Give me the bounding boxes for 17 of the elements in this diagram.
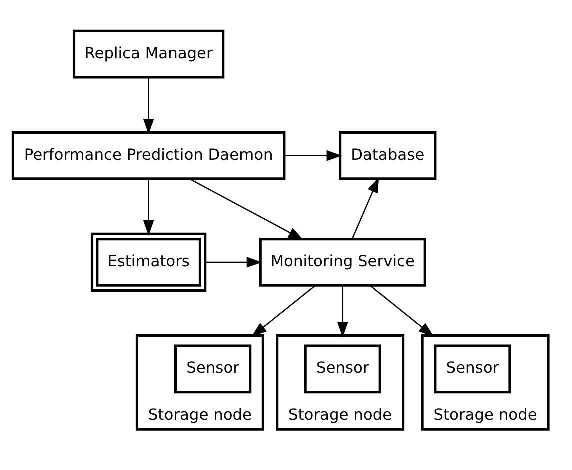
node-box: Database [339, 130, 437, 180]
arrow [143, 77, 154, 134]
node-box: Sensor [174, 344, 252, 394]
arrow [143, 178, 154, 236]
node-box: Monitoring Service [259, 238, 426, 286]
arrow [190, 178, 304, 240]
node-box: Sensor [434, 344, 512, 394]
arrow [337, 285, 348, 338]
arrow [370, 284, 434, 336]
node-box: Replica Manager [72, 29, 225, 78]
arrow [252, 284, 316, 336]
arrow [284, 150, 342, 161]
node-box: Sensor [304, 344, 382, 394]
node-box: Performance Prediction Daemon [12, 130, 286, 180]
node-box: Estimators [90, 232, 207, 292]
arrow [352, 176, 380, 239]
arrow [206, 256, 262, 268]
